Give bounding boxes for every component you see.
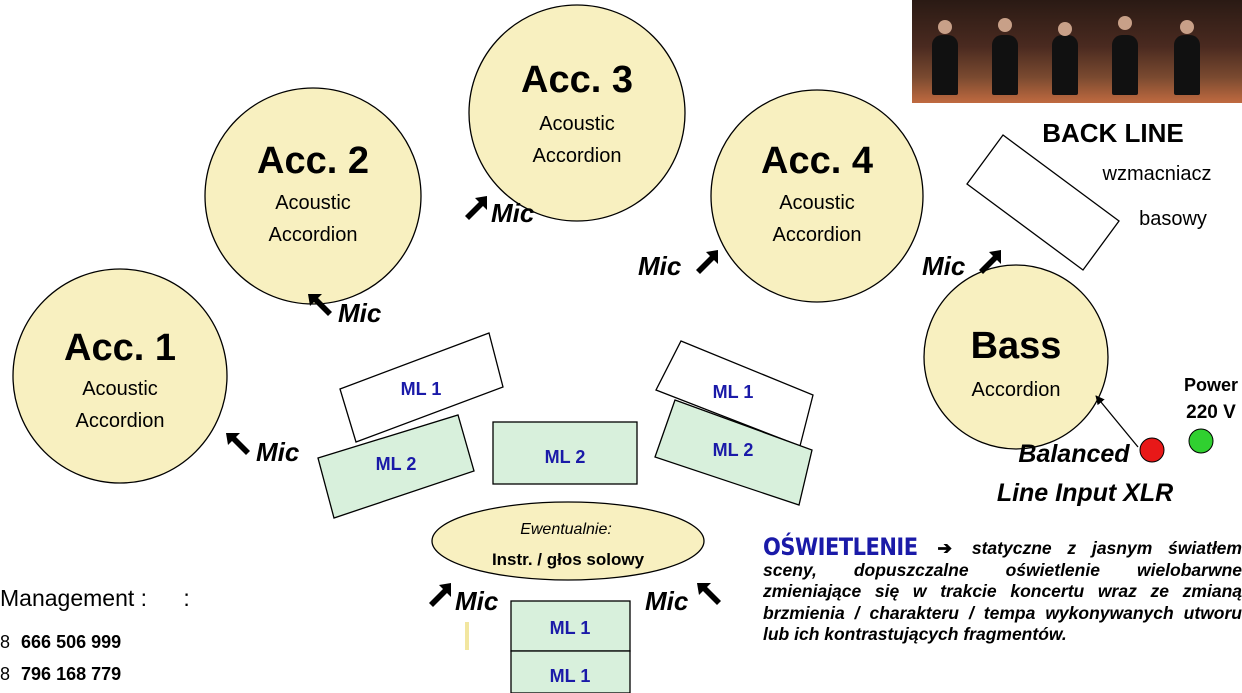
management-colon: :	[183, 585, 190, 611]
monitor-right-ml2-label: ML 2	[713, 440, 754, 460]
acc-3-name: Acc. 3	[521, 59, 633, 101]
monitor-front-ml1-a-label: ML 1	[550, 618, 591, 638]
mic-arrow-icon	[308, 294, 332, 316]
red-led-icon	[1139, 437, 1165, 463]
mic-acc-2-label: Mic	[338, 298, 382, 328]
performer-acc-2: Acc. 2 Acoustic Accordion	[204, 87, 422, 305]
lighting-text: statyczne z jasnym światłem sceny, dopus…	[763, 538, 1242, 644]
acc-4-line1: Acoustic	[779, 192, 855, 214]
monitor-left-ml1-label: ML 1	[401, 379, 442, 399]
acc-3-line1: Acoustic	[539, 113, 615, 135]
monitor-front-ml1-a: ML 1	[510, 600, 631, 652]
soloist-position: Ewentualnie: Instr. / głos solowy	[431, 501, 705, 581]
acc-4-name: Acc. 4	[761, 140, 873, 182]
backline-line2: basowy	[1139, 208, 1207, 230]
mic-arrow-icon	[697, 583, 721, 605]
monitor-center-ml2-label: ML 2	[545, 447, 586, 467]
acc-2-line2: Accordion	[269, 224, 358, 246]
performer-acc-1: Acc. 1 Acoustic Accordion	[12, 268, 228, 484]
mic-arrow-icon	[465, 196, 487, 220]
input-line2: Line Input XLR	[997, 479, 1173, 507]
monitor-right-ml1-label: ML 1	[713, 382, 754, 402]
acc-2-line1: Acoustic	[275, 192, 351, 214]
soloist-line2: Instr. / głos solowy	[492, 550, 645, 569]
backline-amp: BACK LINE wzmacniacz basowy	[966, 118, 1212, 271]
lighting-arrow-icon: ➔	[937, 538, 953, 558]
mic-acc-2: Mic	[308, 294, 382, 328]
monitor-left-ml2-label: ML 2	[376, 454, 417, 474]
bass-name: Bass	[971, 325, 1062, 367]
acc-4-line2: Accordion	[773, 224, 862, 246]
lighting-note: OŚWIETLENIE ➔ statyczne z jasnym światłe…	[763, 533, 1242, 646]
lighting-title: OŚWIETLENIE	[763, 533, 918, 561]
mic-soloist-right: Mic	[645, 583, 721, 616]
input-arrow	[1095, 395, 1139, 448]
mic-bass-label: Mic	[922, 251, 966, 281]
mic-arrow-icon	[226, 433, 250, 455]
phone-1-number: 666 506 999	[21, 632, 122, 652]
input-line1: Balanced	[1018, 440, 1130, 468]
phone-2: 8 796 168 779	[0, 664, 121, 685]
monitor-center-ml2: ML 2	[492, 421, 638, 485]
mic-acc-4-label: Mic	[638, 251, 682, 281]
performer-acc-3: Acc. 3 Acoustic Accordion	[468, 4, 686, 222]
mic-soloist-right-label: Mic	[645, 586, 689, 616]
performance-photo	[912, 0, 1242, 103]
monitor-right-ml2: ML 2	[654, 399, 813, 506]
mic-acc-1: Mic	[226, 433, 300, 467]
acc-3-line2: Accordion	[533, 145, 622, 167]
power-line1: Power	[1184, 375, 1238, 395]
mic-arrow-icon	[979, 250, 1001, 274]
mic-acc-1-label: Mic	[256, 437, 300, 467]
bass-line1: Accordion	[972, 379, 1061, 401]
performer-bass: Bass Accordion	[923, 264, 1109, 450]
phone-1-prefix: 8	[0, 632, 11, 652]
soloist-line1: Ewentualnie:	[520, 521, 612, 538]
acc-1-line2: Accordion	[76, 410, 165, 432]
management-label: Management : :	[0, 585, 190, 612]
mic-bass: Mic	[922, 250, 1001, 281]
acc-1-line1: Acoustic	[82, 378, 158, 400]
phone-1: 8 666 506 999	[0, 632, 121, 653]
phone-2-number: 796 168 779	[21, 664, 122, 684]
mic-soloist-left-label: Mic	[455, 586, 499, 616]
monitor-front-ml1-b: ML 1	[510, 650, 631, 693]
management-title: Management :	[0, 585, 148, 611]
backline-line1: wzmacniacz	[1102, 163, 1212, 185]
acc-2-name: Acc. 2	[257, 140, 369, 182]
acc-1-name: Acc. 1	[64, 327, 176, 369]
mic-acc-3: Mic	[465, 196, 535, 228]
mic-soloist-left: Mic	[429, 583, 499, 616]
mic-arrow-icon	[429, 583, 451, 607]
phone-2-prefix: 8	[0, 664, 11, 684]
monitor-left-ml2: ML 2	[317, 414, 475, 519]
monitor-front-ml1-b-label: ML 1	[550, 666, 591, 686]
mic-acc-3-label: Mic	[491, 198, 535, 228]
backline-title: BACK LINE	[1042, 118, 1184, 148]
monitor-left-ml1: ML 1	[339, 332, 504, 443]
power-line2: 220 V	[1186, 402, 1236, 423]
mic-arrow-icon	[696, 250, 718, 274]
performer-acc-4: Acc. 4 Acoustic Accordion	[710, 89, 924, 303]
green-led-icon	[1188, 428, 1214, 454]
mic-acc-4: Mic	[638, 250, 718, 281]
